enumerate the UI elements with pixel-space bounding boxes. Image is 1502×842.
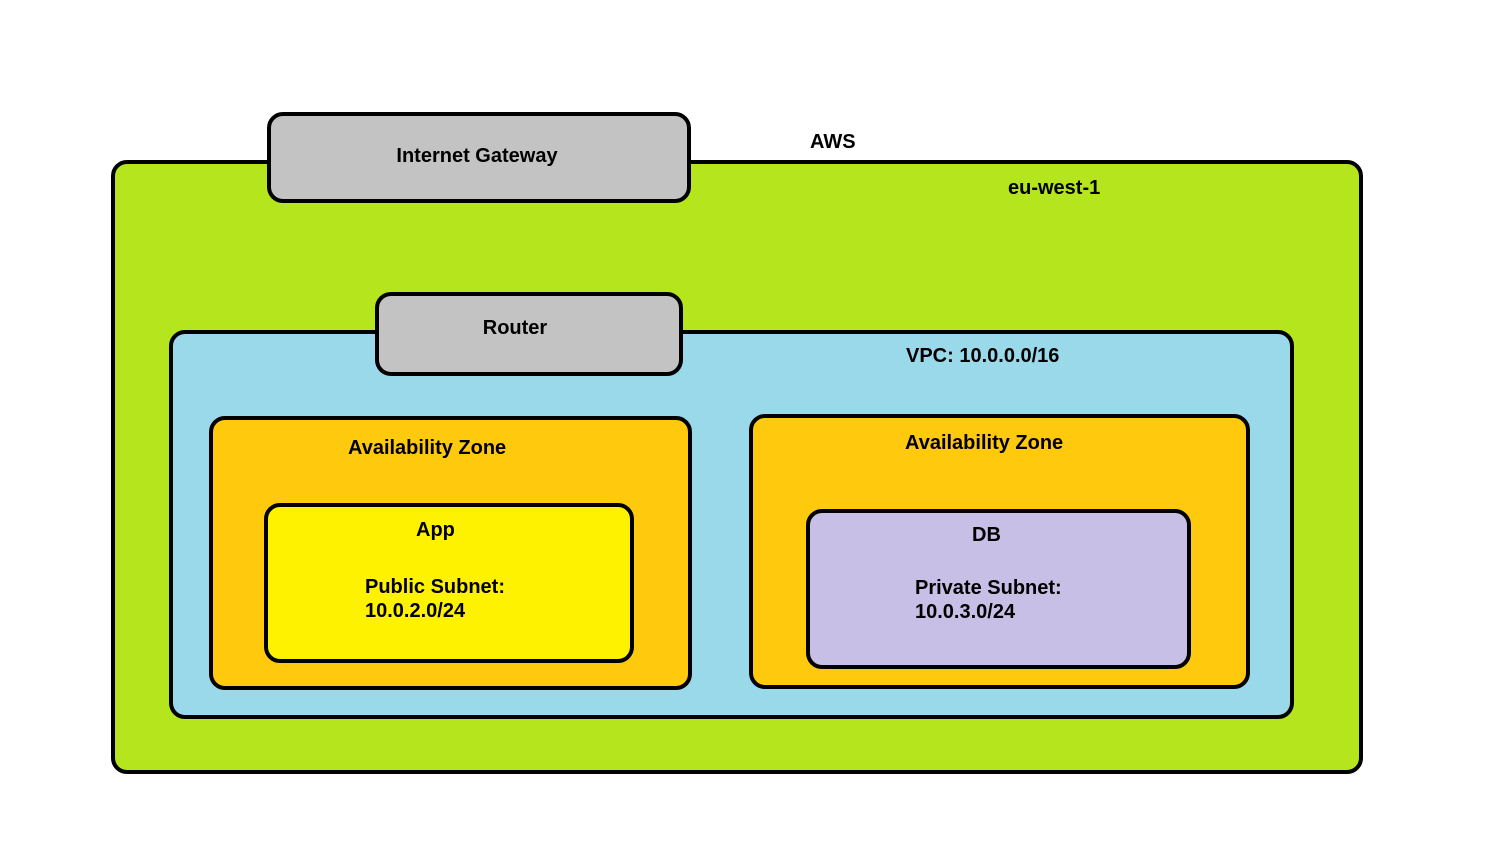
internet-gateway-box: Internet Gateway: [267, 112, 691, 203]
public-subnet-type: Public Subnet:: [365, 576, 505, 598]
private-subnet-box: [806, 509, 1191, 669]
availability-zone-right-title: Availability Zone: [905, 432, 1064, 454]
router-label: Router: [482, 317, 548, 339]
region-label: eu-west-1: [1008, 177, 1101, 199]
availability-zone-left-title: Availability Zone: [348, 437, 507, 459]
private-subnet-name: DB: [972, 524, 1001, 546]
public-subnet-cidr: 10.0.2.0/24: [365, 600, 466, 622]
router-box: Router: [375, 292, 683, 376]
vpc-label: VPC: 10.0.0.0/16: [906, 345, 1060, 367]
public-subnet-name: App: [416, 519, 455, 541]
cloud-label: AWS: [810, 131, 856, 153]
private-subnet-type: Private Subnet:: [915, 577, 1062, 599]
internet-gateway-label: Internet Gateway: [396, 144, 558, 167]
public-subnet-box: [264, 503, 634, 663]
private-subnet-cidr: 10.0.3.0/24: [915, 601, 1016, 623]
